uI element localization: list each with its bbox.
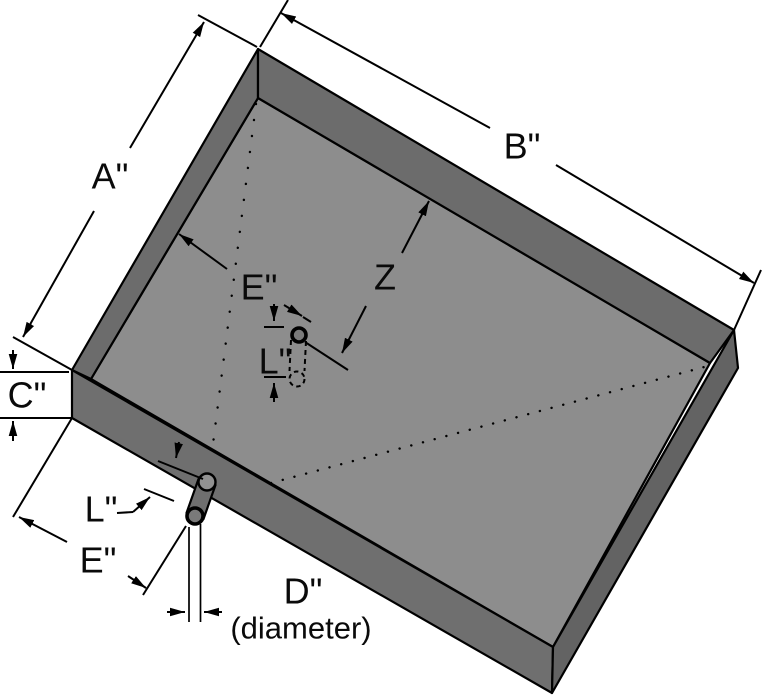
drain-pipe-opening	[197, 472, 217, 492]
dim-e-pipe-arrow-corner	[18, 516, 68, 543]
dim-a-extension-top	[197, 14, 258, 48]
dim-label-z: Z	[374, 257, 396, 298]
dim-label-e-floor: E"	[241, 267, 278, 308]
dim-e-floor-tail	[302, 316, 312, 323]
dim-l-pipe-tick-wall	[157, 460, 204, 480]
drain-pipe-end	[185, 506, 205, 526]
dim-a-extension-bottom	[12, 336, 73, 371]
drain-hole	[290, 326, 308, 344]
dim-label-a: A"	[92, 156, 129, 197]
dim-e-floor-arrow-wall	[178, 233, 228, 270]
dim-z	[304, 200, 430, 371]
dim-l-pipe-arrow-wall	[174, 441, 183, 459]
dim-b-extension-bottom	[733, 269, 762, 331]
pan-wall-far-right-inner	[256, 47, 736, 365]
dim-e-pipe-extension-pipe	[142, 525, 187, 596]
dim-z-arrow-hole	[341, 305, 367, 354]
dim-a-line-upper	[129, 21, 205, 149]
dim-d	[167, 524, 222, 622]
dim-a	[12, 14, 258, 371]
dim-z-arrow-wall	[401, 200, 430, 254]
dim-e-pipe	[12, 417, 187, 596]
dim-l-pipe-leader-foot	[116, 511, 134, 514]
dim-b-line-upper	[280, 12, 491, 129]
dim-label-diameter-note: (diameter)	[230, 611, 371, 646]
dim-b	[259, 0, 762, 331]
pan-wall-near-right-outer	[550, 328, 740, 695]
dim-b-line-lower	[555, 164, 755, 284]
dim-l-floor	[264, 304, 286, 402]
dim-e-floor	[178, 233, 312, 323]
dim-e-pipe-extension-corner	[12, 417, 73, 518]
drain-pipe	[185, 472, 217, 526]
dim-e-pipe-arrow-pipe	[127, 575, 147, 589]
dim-label-l-floor: L"	[259, 341, 292, 382]
dim-z-reference-line	[304, 341, 349, 371]
drain-hole-projection	[288, 370, 306, 388]
dim-label-c: C"	[8, 375, 47, 416]
dim-l-pipe	[116, 441, 204, 514]
dim-label-b: B"	[504, 126, 541, 167]
dim-label-e-pipe: E"	[80, 540, 117, 581]
dim-e-floor-arrow-hole	[283, 304, 303, 317]
dim-c	[0, 350, 72, 441]
dim-label-d: D"	[284, 571, 323, 612]
drain-hole-detail	[288, 326, 308, 388]
dim-label-l-pipe: L"	[85, 489, 118, 530]
dim-l-pipe-tick-end	[143, 488, 175, 502]
dim-l-pipe-arrow-end	[132, 496, 151, 513]
dim-b-extension-top	[259, 0, 289, 48]
dim-a-line-lower	[22, 210, 95, 338]
